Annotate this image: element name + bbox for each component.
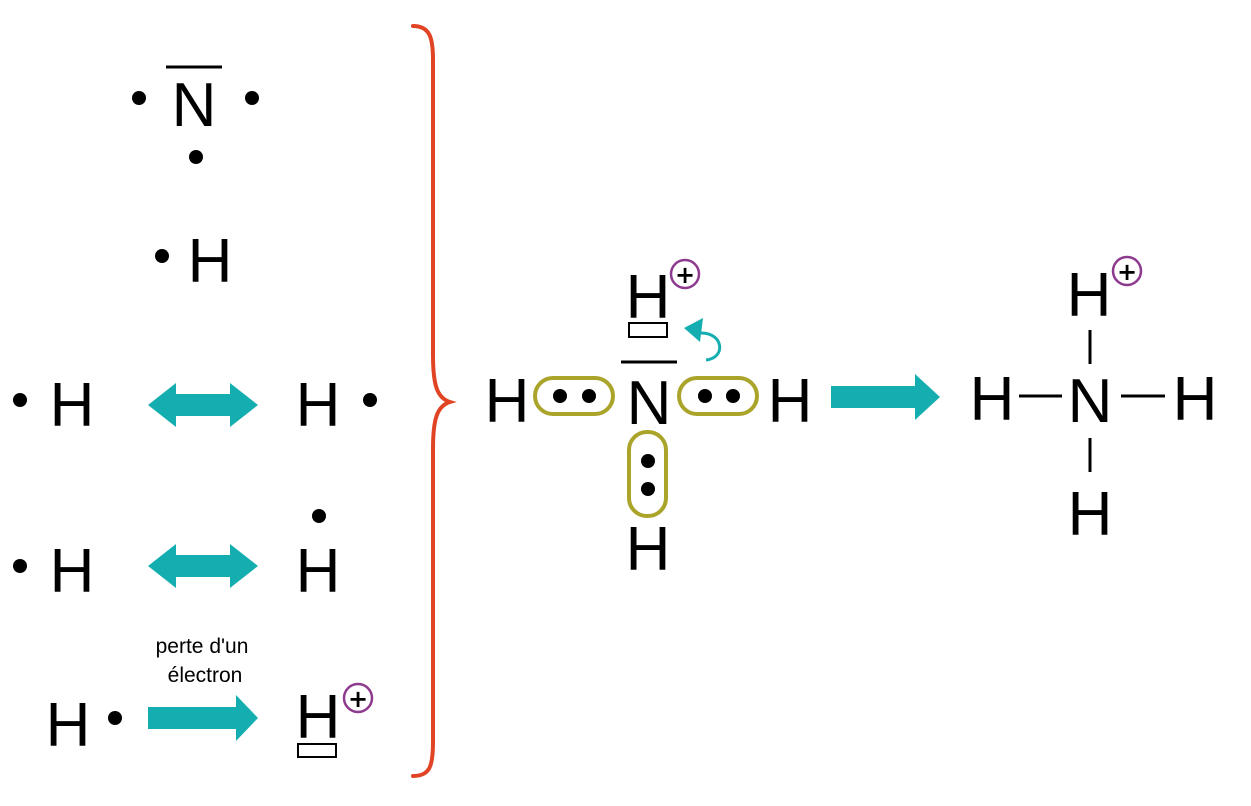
- hydrogen-1-electron: [155, 249, 169, 263]
- middle-right-pair-electron-1: [698, 389, 712, 403]
- ammonium-right-hydrogen: H: [1173, 365, 1218, 434]
- double-arrow-row-3: [148, 544, 258, 588]
- middle-right-hydrogen: H: [768, 367, 813, 436]
- middle-left-pair-outline: [533, 376, 615, 416]
- middle-right-pair-electron-2: [726, 389, 740, 403]
- middle-right-pair-outline: [677, 376, 759, 416]
- hydrogen-4-label: H: [46, 691, 91, 760]
- hydrogen-3-electron-left: [13, 559, 27, 573]
- hydrogen-ionization-row: H perte d'un électron H +: [46, 635, 374, 760]
- hydrogen-1-label: H: [188, 227, 233, 296]
- middle-empty-orbital-box: [628, 322, 668, 338]
- reaction-arrow: [831, 374, 940, 420]
- hydrogen-3-electron-top: [312, 509, 326, 523]
- ammonium-charge-circle: [1111, 255, 1143, 287]
- proton-empty-orbital-box: [297, 743, 337, 758]
- middle-left-pair-electron-1: [553, 389, 567, 403]
- hydrogen-2-label-right: H: [296, 371, 341, 440]
- nitrogen-electron-bottom: [189, 150, 203, 164]
- ammonium-nitrogen: N: [1068, 367, 1113, 436]
- middle-bottom-hydrogen: H: [626, 515, 671, 584]
- hydrogen-2-label-left: H: [50, 371, 95, 440]
- hydrogen-3-label-left: H: [50, 537, 95, 606]
- hydrogen-3-label-right: H: [296, 537, 341, 606]
- ionization-arrow: [148, 695, 258, 741]
- hydrogen-equivalence-row-3: H H: [13, 509, 340, 606]
- nitrogen-electron-right: [245, 91, 259, 105]
- middle-bottom-pair-electron-2: [641, 482, 655, 496]
- nitrogen-electron-left: [132, 91, 146, 105]
- ammonium-structure: H + H N H H: [970, 255, 1218, 549]
- hydrogen-equivalence-row-2: H H: [13, 371, 377, 440]
- middle-charge-sign: +: [675, 261, 695, 289]
- nitrogen-label: N: [172, 71, 217, 140]
- hydrogen-2-electron-right: [363, 393, 377, 407]
- proton-charge-circle: [342, 682, 374, 714]
- proton-charge-sign: +: [348, 685, 368, 713]
- grouping-brace: [411, 24, 457, 778]
- middle-charge-circle: [669, 258, 701, 290]
- ammonium-bottom-hydrogen: H: [1068, 480, 1113, 549]
- middle-bottom-pair-electron-1: [641, 454, 655, 468]
- middle-left-pair-electron-2: [582, 389, 596, 403]
- middle-bottom-pair-outline: [627, 430, 668, 518]
- dative-bond-structure: H + N H H H: [485, 258, 813, 584]
- curved-arrow-head: [684, 318, 703, 342]
- hydrogen-4-electron: [108, 711, 122, 725]
- proton-label: H: [296, 683, 341, 752]
- ammonium-charge-sign: +: [1117, 258, 1137, 286]
- middle-nitrogen: N: [627, 369, 672, 438]
- middle-left-hydrogen: H: [485, 367, 530, 436]
- caption-line-1: perte d'un: [156, 635, 249, 658]
- hydrogen-2-electron-left: [13, 393, 27, 407]
- ammonium-top-hydrogen: H: [1067, 261, 1112, 330]
- caption-line-2: électron: [168, 664, 243, 687]
- nitrogen-lewis-symbol: N: [132, 65, 259, 164]
- hydrogen-lewis-symbol-1: H: [155, 227, 232, 296]
- middle-top-hydrogen: H: [626, 263, 671, 332]
- curved-arrow-shaft: [700, 331, 722, 362]
- ammonium-left-hydrogen: H: [970, 365, 1015, 434]
- double-arrow-row-2: [148, 383, 258, 427]
